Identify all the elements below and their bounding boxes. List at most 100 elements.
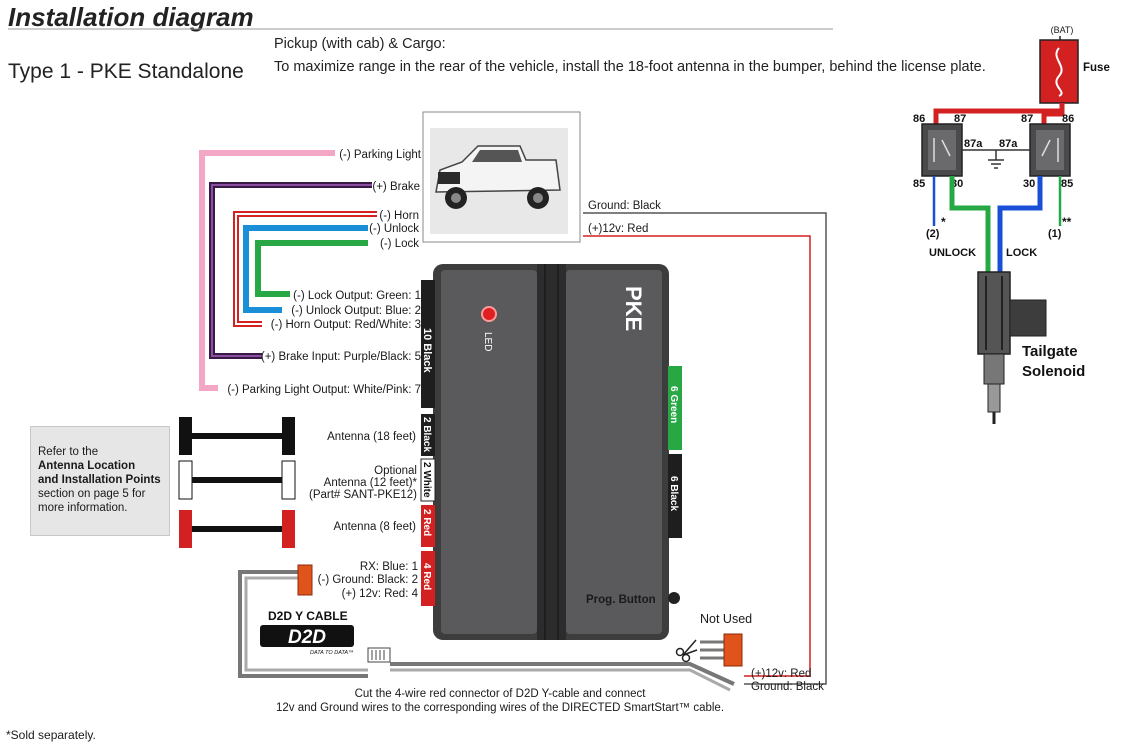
label-parking-output: (-) Parking Light Output: White/Pink: 7 <box>227 384 421 396</box>
connector-2-red-label: 2 Red <box>421 509 432 536</box>
label-n2: (2) <box>926 228 940 240</box>
label-rx: RX: Blue: 1 <box>360 561 418 573</box>
label-antenna-8: Antenna (8 feet) <box>334 521 417 533</box>
pickup-title: Pickup (with cab) & Cargo: <box>274 36 446 52</box>
label-horn: (-) Horn <box>379 210 419 222</box>
label-lock-relay: LOCK <box>1006 247 1037 259</box>
module-name: PKE <box>621 286 646 331</box>
fuse-feed-wire <box>933 103 1065 124</box>
label-ground-2: (-) Ground: Black: 2 <box>318 574 418 586</box>
note-line3: more information. <box>38 502 128 514</box>
d2d-logo-sub: DATA TO DATA™ <box>310 650 354 656</box>
d2d-y-cable <box>238 564 735 692</box>
d2d-logo-text: D2D <box>288 627 326 648</box>
label-lock-output: (-) Lock Output: Green: 1 <box>293 290 421 302</box>
fuse <box>1039 39 1079 104</box>
note-line1: Refer to the <box>38 446 99 458</box>
label-horn-output: (-) Horn Output: Red/White: 3 <box>271 319 421 331</box>
parking-light-wire <box>199 150 335 391</box>
pickup-description: To maximize range in the rear of the veh… <box>274 59 986 75</box>
label-solenoid: Solenoid <box>1022 363 1085 380</box>
label-tailgate: Tailgate <box>1022 343 1078 360</box>
pin-86-lock: 86 <box>1062 113 1074 125</box>
star-unlock: * <box>941 215 946 229</box>
connector-10-black <box>421 280 435 408</box>
connector-2-white-label: 2 White <box>421 462 432 498</box>
page-title: Installation diagram <box>8 2 254 32</box>
label-12v-red: (+)12v: Red <box>588 223 648 235</box>
label-ground-black: Ground: Black <box>588 200 661 212</box>
label-n1: (1) <box>1048 228 1062 240</box>
label-antenna-optional: Optional <box>374 465 417 477</box>
prog-button-label: Prog. Button <box>586 594 656 606</box>
label-antenna-12: Antenna (12 feet)* <box>324 477 418 489</box>
label-unlock-relay: UNLOCK <box>929 247 976 259</box>
label-lock: (-) Lock <box>380 238 419 250</box>
label-parking-light: (-) Parking Light <box>339 149 422 161</box>
led-indicator <box>481 306 497 322</box>
antenna-18ft <box>179 417 295 455</box>
instructions-line1: Cut the 4-wire red connector of D2D Y-ca… <box>355 688 647 700</box>
fuse-feed-wire-2 <box>1041 111 1062 124</box>
instructions-line2: 12v and Ground wires to the correspondin… <box>276 702 724 714</box>
page-subtitle: Type 1 - PKE Standalone <box>8 60 244 83</box>
pin-87a-lock: 87a <box>999 138 1018 150</box>
note-line2: section on page 5 for <box>38 488 146 500</box>
label-bat: (BAT) <box>1051 25 1074 35</box>
d2d-logo: D2D DATA TO DATA™ <box>260 625 354 656</box>
pin-85-unlock: 85 <box>913 178 925 190</box>
footnote: *Sold separately. <box>6 728 96 742</box>
prog-button[interactable] <box>668 592 680 604</box>
lock-output-wire <box>997 176 1043 276</box>
label-bottom-12v: (+)12v: Red <box>751 668 811 680</box>
connector-6-black-label: 6 Black <box>668 476 679 511</box>
unlock-wire <box>243 225 368 313</box>
led-label: LED <box>482 332 493 351</box>
connector-2-black <box>421 414 435 456</box>
label-antenna-part: (Part# SANT-PKE12) <box>309 489 417 501</box>
label-bottom-ground: Ground: Black <box>751 681 824 693</box>
lock-wire <box>255 240 368 297</box>
tailgate-solenoid <box>977 271 1047 424</box>
pin-87-lock: 87 <box>1021 113 1033 125</box>
label-unlock: (-) Unlock <box>369 223 419 235</box>
d2d-cable-label: D2D Y CABLE <box>268 609 348 623</box>
ground-symbol <box>988 150 1004 169</box>
relay-unlock <box>921 123 963 177</box>
pin-87a-unlock: 87a <box>964 138 983 150</box>
pin-30-lock: 30 <box>1023 178 1035 190</box>
antenna-12ft <box>178 460 296 500</box>
pke-module <box>433 264 669 640</box>
connector-4-red-label: 4 Red <box>421 563 432 590</box>
label-unlock-output: (-) Unlock Output: Blue: 2 <box>291 305 421 317</box>
power-wire <box>583 235 811 677</box>
note-bold2: and Installation Points <box>38 474 161 486</box>
label-not-used: Not Used <box>700 612 752 626</box>
connector-2-black-label: 2 Black <box>421 417 432 452</box>
relay-lock <box>1029 123 1071 177</box>
antenna-reference-note: Refer to the Antenna Location and Instal… <box>30 426 170 536</box>
star-lock: ** <box>1062 215 1072 229</box>
pin-87-unlock: 87 <box>954 113 966 125</box>
truck-image <box>422 111 581 243</box>
pin-85-lock: 85 <box>1061 178 1073 190</box>
antenna-8ft <box>179 510 295 548</box>
label-brake-input: (+) Brake Input: Purple/Black: 5 <box>261 351 421 363</box>
note-bold1: Antenna Location <box>38 460 136 472</box>
unlock-output-wire <box>949 176 991 276</box>
label-12v-4: (+) 12v: Red: 4 <box>342 588 419 600</box>
connector-4-red <box>421 551 435 606</box>
horn-wire-stripe <box>235 213 377 325</box>
label-fuse: Fuse <box>1083 62 1110 74</box>
brake-wire-stripe <box>211 184 372 357</box>
connector-2-red <box>421 505 435 547</box>
connector-2-white <box>420 458 436 502</box>
label-brake: (+) Brake <box>372 181 420 193</box>
scissors-icon <box>675 639 698 663</box>
connector-6-black <box>668 454 682 538</box>
connector-6-green <box>668 366 682 450</box>
ground-wire <box>583 212 827 685</box>
not-used-connector <box>700 633 743 667</box>
label-antenna-18: Antenna (18 feet) <box>327 431 416 443</box>
pin-86-unlock: 86 <box>913 113 925 125</box>
